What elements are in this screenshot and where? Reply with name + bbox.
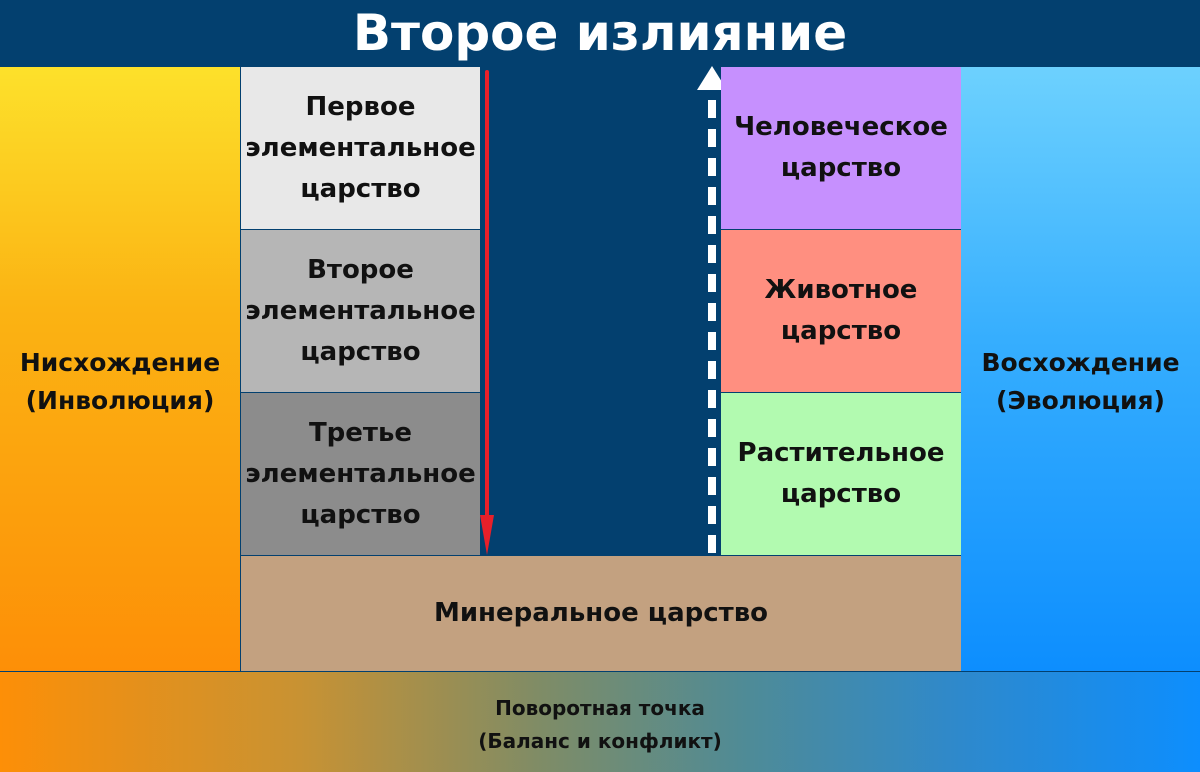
involution-label-line2: (Инволюция) [25, 386, 215, 415]
block-label-line: царство [300, 499, 421, 530]
third-elemental-kingdom: Третье элементальное царство [241, 393, 480, 555]
evolution-column: Восхождение (Эволюция) [961, 67, 1200, 671]
block-label-line: царство [780, 316, 902, 346]
block-label-line: царство [300, 336, 421, 367]
block-label-line: царство [780, 479, 902, 509]
block-label-line: царство [780, 153, 902, 183]
block-label-line: элементальное [245, 295, 476, 326]
mineral-kingdom: Минеральное царство [241, 556, 961, 671]
involution-label-line1: Нисхождение [19, 348, 221, 377]
first-elemental-kingdom: Первое элементальное царство [241, 67, 480, 229]
animal-kingdom: Животное царство [721, 230, 961, 392]
plant-kingdom: Растительное царство [721, 393, 961, 555]
human-kingdom: Человеческое царство [721, 67, 961, 229]
involution-label: Нисхождение (Инволюция) [20, 318, 220, 420]
turning-point-line2: (Баланс и конфликт) [478, 729, 722, 753]
evolution-label: Восхождение (Эволюция) [981, 318, 1179, 420]
center-channel [481, 67, 720, 555]
turning-point-line1: Поворотная точка [495, 696, 705, 720]
block-label-line: Первое [305, 91, 416, 122]
involution-column: Нисхождение (Инволюция) [0, 67, 240, 671]
descent-arrow-icon [480, 70, 494, 555]
title-bar: Второе излияние [0, 0, 1200, 66]
diagram-title: Второе излияние [352, 4, 848, 62]
evolution-label-line2: (Эволюция) [996, 386, 1165, 415]
evolution-label-line1: Восхождение [981, 348, 1180, 377]
block-label-line: Второе [307, 254, 414, 285]
mineral-kingdom-label: Минеральное царство [433, 598, 769, 628]
block-label-line: Растительное [737, 438, 945, 468]
turning-point-band: Поворотная точка (Баланс и конфликт) [0, 672, 1200, 772]
block-label-line: элементальное [245, 132, 476, 163]
block-label-line: царство [300, 173, 421, 204]
ascent-arrow-icon [697, 66, 727, 556]
block-label-line: элементальное [245, 458, 476, 489]
block-label-line: Животное [764, 275, 918, 305]
block-label-line: Третье [308, 417, 413, 448]
block-label-line: Человеческое [734, 112, 948, 142]
second-elemental-kingdom: Второе элементальное царство [241, 230, 480, 392]
